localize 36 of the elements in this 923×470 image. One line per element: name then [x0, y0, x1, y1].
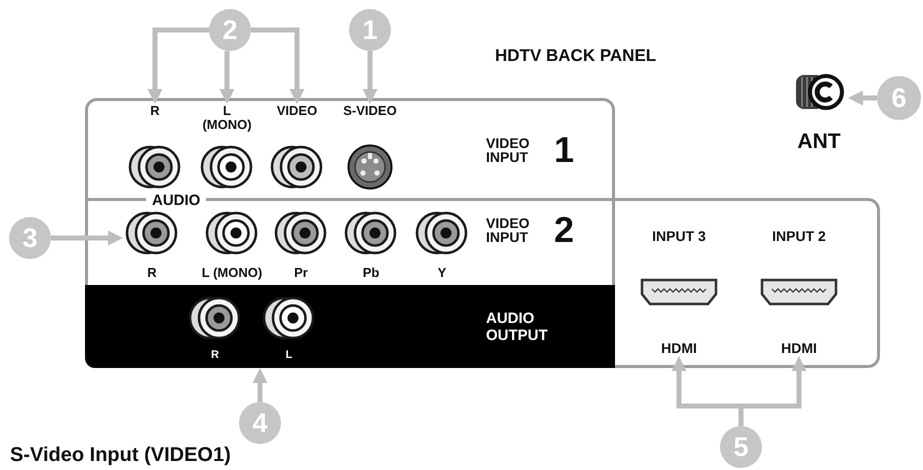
jack-label: ANT	[797, 130, 841, 154]
panel-title: HDTV BACK PANEL	[495, 46, 656, 66]
callout-number: 2	[209, 9, 251, 51]
jack-label: VIDEO	[276, 104, 318, 118]
jack-label: R	[147, 266, 157, 280]
callout-number: 1	[349, 9, 391, 51]
leader-arrow	[362, 51, 378, 104]
callout-number: 3	[9, 217, 51, 259]
port-label: HDMI	[781, 340, 817, 356]
section-label: AUDIO OUTPUT	[486, 310, 549, 344]
leader-arrow	[252, 368, 268, 402]
callout-number: 4	[239, 402, 281, 444]
callout-number: 6	[877, 76, 921, 120]
leader-arrow	[148, 28, 209, 104]
jack-label: L	[286, 349, 292, 361]
jack-label: R	[150, 104, 160, 118]
leader-arrow	[51, 230, 123, 246]
jack-label: L (MONO)	[202, 266, 262, 280]
section-label: VIDEO INPUT 1	[486, 132, 574, 168]
jack-label: Pb	[362, 266, 380, 280]
leader-arrow	[848, 90, 877, 106]
jack-label: Pr	[294, 266, 308, 280]
section-label: VIDEO INPUT 2	[486, 212, 574, 248]
panel-section	[615, 198, 880, 368]
leader-arrow	[251, 28, 304, 104]
jack-label: Y	[438, 266, 446, 280]
callout-number: 5	[720, 426, 762, 468]
jack-label: R	[211, 349, 219, 361]
jack-label: L (MONO)	[201, 104, 253, 132]
section-heading: S-Video Input (VIDEO1)	[10, 444, 231, 466]
port-label: INPUT 2	[772, 228, 826, 244]
output-band	[85, 285, 615, 368]
port-label: HDMI	[661, 340, 697, 356]
jack-label: S-VIDEO	[343, 104, 397, 118]
port-label: INPUT 3	[652, 228, 706, 244]
leader-arrow	[220, 51, 234, 104]
